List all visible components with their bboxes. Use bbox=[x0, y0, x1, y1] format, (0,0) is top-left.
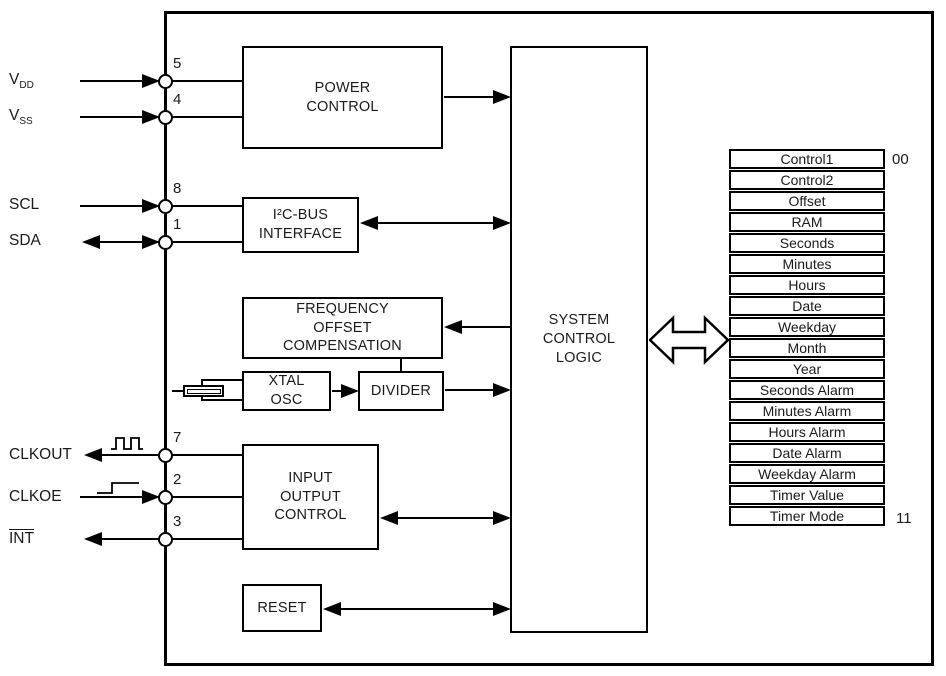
conn-scl-foc bbox=[460, 326, 510, 328]
crystal-bottom-connector bbox=[201, 394, 203, 401]
conn-scl-foc-arrow-icon bbox=[444, 320, 462, 334]
crystal-top-connector bbox=[201, 379, 203, 387]
crystal-icon bbox=[183, 385, 224, 397]
register-row: Date Alarm bbox=[729, 443, 885, 463]
register-address-last: 11 bbox=[896, 510, 912, 527]
vss-arrow-in-icon bbox=[142, 110, 160, 124]
pin-label-int: INT bbox=[9, 530, 34, 547]
register-row: Control2 bbox=[729, 170, 885, 190]
register-row: Weekday Alarm bbox=[729, 464, 885, 484]
conn-io-scl-left-arrow-icon bbox=[380, 511, 398, 525]
block-system-control-logic: SYSTEM CONTROL LOGIC bbox=[510, 46, 648, 633]
pin-number-8: 8 bbox=[173, 180, 182, 197]
bus-arrow-icon bbox=[649, 310, 729, 370]
block-frequency-offset-compensation: FREQUENCY OFFSET COMPENSATION bbox=[242, 297, 443, 359]
crystal-bottom-lead bbox=[201, 399, 243, 401]
conn-xtal-divider-arrow-icon bbox=[341, 384, 359, 398]
conn-io-scl-right-arrow-icon bbox=[493, 511, 511, 525]
pin-circle-1 bbox=[158, 235, 173, 250]
register-row: Hours bbox=[729, 275, 885, 295]
pin-number-3: 3 bbox=[173, 513, 182, 530]
pin-label-vss: VSS bbox=[9, 107, 33, 128]
block-divider: DIVIDER bbox=[358, 371, 444, 411]
register-row: Minutes bbox=[729, 254, 885, 274]
block-i2c-interface: I²C-BUS INTERFACE bbox=[242, 197, 359, 253]
pin-circle-3 bbox=[158, 532, 173, 547]
register-address-first: 00 bbox=[892, 151, 909, 168]
clkoe-arrow-in-icon bbox=[142, 490, 160, 504]
pin-circle-2 bbox=[158, 490, 173, 505]
register-row: Year bbox=[729, 359, 885, 379]
register-row: Seconds Alarm bbox=[729, 380, 885, 400]
int-arrow-out-icon bbox=[84, 532, 102, 546]
conn-reset-scl-left-arrow-icon bbox=[323, 602, 341, 616]
conn-power-scl bbox=[444, 96, 495, 98]
scl-arrow-in-icon bbox=[142, 199, 160, 213]
pin-label-clkoe: CLKOE bbox=[9, 488, 62, 505]
register-row: Date bbox=[729, 296, 885, 316]
pin-circle-8 bbox=[158, 199, 173, 214]
conn-xtal-divider bbox=[332, 390, 344, 392]
conn-divider-scl-arrow-icon bbox=[493, 383, 511, 397]
block-xtal-osc: XTAL OSC bbox=[242, 371, 331, 411]
register-table: Control1 Control2 Offset RAM Seconds Min… bbox=[729, 149, 885, 526]
conn-io-scl bbox=[396, 517, 495, 519]
crystal-inner-plate bbox=[186, 388, 221, 394]
clkout-arrow-out-icon bbox=[84, 448, 102, 462]
register-row: Minutes Alarm bbox=[729, 401, 885, 421]
register-row: Seconds bbox=[729, 233, 885, 253]
conn-i2c-scl-left-arrow-icon bbox=[360, 216, 378, 230]
register-row: Control1 bbox=[729, 149, 885, 169]
conn-foc-divider bbox=[400, 358, 402, 372]
crystal-top-lead bbox=[201, 379, 243, 381]
pin-number-1: 1 bbox=[173, 216, 182, 233]
vdd-arrow-in-icon bbox=[142, 74, 160, 88]
pin-label-vdd: VDD bbox=[9, 71, 34, 92]
block-power-control: POWER CONTROL bbox=[242, 46, 443, 149]
sda-arrow-out-icon bbox=[82, 235, 100, 249]
pin-number-7: 7 bbox=[173, 429, 182, 446]
block-reset: RESET bbox=[242, 584, 322, 632]
register-row: Timer Mode bbox=[729, 506, 885, 526]
conn-divider-scl bbox=[445, 389, 495, 391]
register-row: Hours Alarm bbox=[729, 422, 885, 442]
pin-circle-7 bbox=[158, 448, 173, 463]
pin-label-sda: SDA bbox=[9, 232, 41, 249]
sda-arrow-in-icon bbox=[142, 235, 160, 249]
crystal-left-stub bbox=[172, 390, 184, 392]
register-row: Month bbox=[729, 338, 885, 358]
block-input-output-control: INPUT OUTPUT CONTROL bbox=[242, 444, 379, 550]
pin-circle-4 bbox=[158, 110, 173, 125]
pin-circle-5 bbox=[158, 74, 173, 89]
pin-label-scl: SCL bbox=[9, 196, 40, 213]
step-waveform-icon bbox=[96, 480, 140, 495]
conn-i2c-scl bbox=[376, 222, 495, 224]
register-row: Timer Value bbox=[729, 485, 885, 505]
pin-number-4: 4 bbox=[173, 91, 182, 108]
pin-number-2: 2 bbox=[173, 471, 182, 488]
conn-i2c-scl-right-arrow-icon bbox=[493, 216, 511, 230]
register-row: Weekday bbox=[729, 317, 885, 337]
conn-power-scl-arrow-icon bbox=[493, 90, 511, 104]
register-row: RAM bbox=[729, 212, 885, 232]
chip-boundary bbox=[164, 11, 934, 666]
clock-waveform-icon bbox=[110, 436, 144, 451]
pin-label-clkout: CLKOUT bbox=[9, 446, 72, 463]
conn-reset-scl-right-arrow-icon bbox=[493, 602, 511, 616]
pin-number-5: 5 bbox=[173, 55, 182, 72]
conn-reset-scl bbox=[339, 608, 495, 610]
register-row: Offset bbox=[729, 191, 885, 211]
